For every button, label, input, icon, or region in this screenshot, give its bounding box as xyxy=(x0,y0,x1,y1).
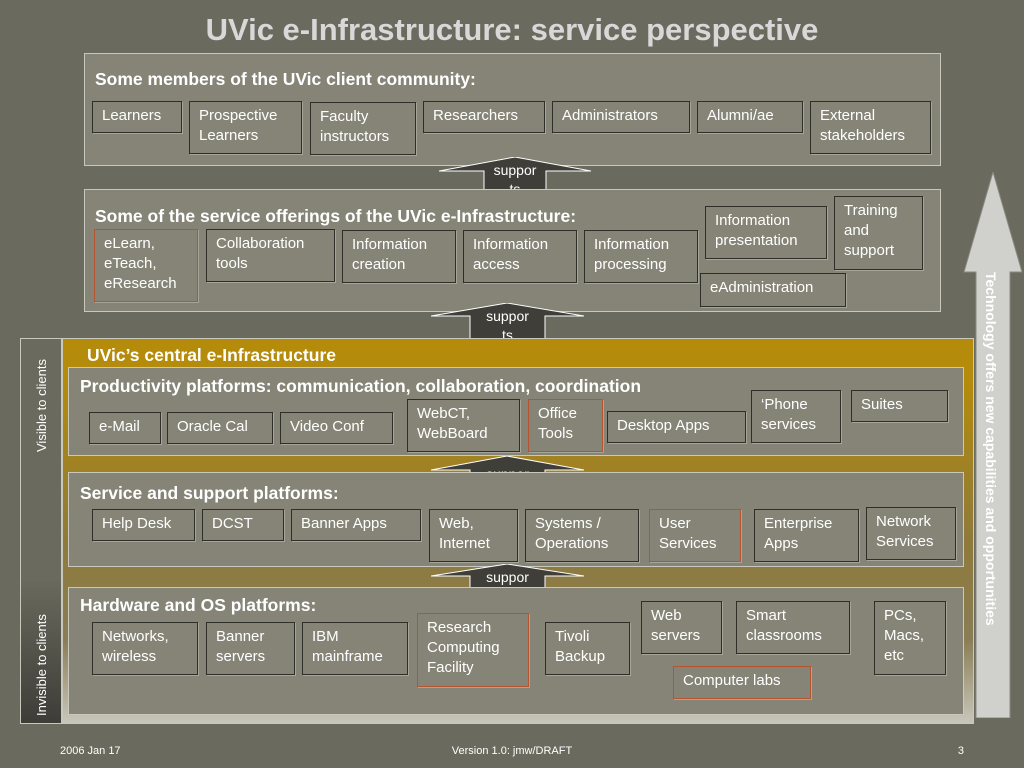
central-infrastructure-heading: UVic’s central e-Infrastructure xyxy=(87,345,336,365)
platform-box-enterprise-apps: Enterprise Apps xyxy=(754,509,859,562)
service-box-information-processing: Information processing xyxy=(584,230,698,283)
invisible-to-clients-label: Invisible to clients xyxy=(34,614,49,716)
hardware-platforms-heading: Hardware and OS platforms: xyxy=(80,595,317,615)
footer-date: 2006 Jan 17 xyxy=(60,745,121,757)
platform-box-phone-services: ‘Phone services xyxy=(751,390,841,443)
platform-box-systems-operations: Systems / Operations xyxy=(525,509,639,562)
hardware-box-ibm-mainframe: IBM mainframe xyxy=(302,622,408,675)
service-box-training-support: Training and support xyxy=(834,196,923,270)
platform-box-desktop-apps: Desktop Apps xyxy=(607,411,746,443)
hardware-box-smart-classrooms: Smart classrooms xyxy=(736,601,850,654)
service-box-eadministration: eAdministration xyxy=(700,273,846,307)
platform-box-email: e-Mail xyxy=(89,412,161,444)
supports-arrow-shape xyxy=(438,156,592,199)
service-support-heading: Service and support platforms: xyxy=(80,483,339,503)
technology-arrow xyxy=(962,170,1024,719)
service-box-information-creation: Information creation xyxy=(342,230,456,283)
hardware-box-computer-labs: Computer labs xyxy=(673,666,811,699)
footer-version: Version 1.0: jmw/DRAFT xyxy=(451,745,573,757)
platform-box-video-conf: Video Conf xyxy=(280,412,393,444)
platform-box-help-desk: Help Desk xyxy=(92,509,195,541)
client-box-prospective-learners: Prospective Learners xyxy=(189,101,302,154)
client-box-administrators: Administrators xyxy=(552,101,690,133)
visible-to-clients-label: Visible to clients xyxy=(34,359,49,452)
service-box-information-access: Information access xyxy=(463,230,577,283)
service-box-collaboration-tools: Collaboration tools xyxy=(206,229,335,282)
platform-box-webct: WebCT, WebBoard xyxy=(407,399,520,452)
platform-box-banner-apps: Banner Apps xyxy=(291,509,421,541)
platform-box-dcst: DCST xyxy=(202,509,284,541)
platform-box-office-tools: Office Tools xyxy=(528,399,603,452)
client-community-heading: Some members of the UVic client communit… xyxy=(95,69,476,89)
hardware-box-banner-servers: Banner servers xyxy=(206,622,295,675)
platform-box-network-services: Network Services xyxy=(866,507,956,560)
service-box-elearn: eLearn, eTeach, eResearch xyxy=(94,229,198,302)
supports-arrow-2: suppor ts xyxy=(430,302,585,343)
technology-arrow-label: Technology offers new capabilities and o… xyxy=(983,272,999,626)
service-box-information-presentation: Information presentation xyxy=(705,206,827,259)
hardware-box-pcs-macs: PCs, Macs, etc xyxy=(874,601,946,675)
productivity-platforms-heading: Productivity platforms: communication, c… xyxy=(80,376,642,396)
hardware-box-networks: Networks, wireless xyxy=(92,622,198,675)
supports-arrow-shape xyxy=(430,302,585,342)
platform-box-suites: Suites xyxy=(851,390,948,422)
footer-page-number: 3 xyxy=(957,745,964,757)
client-box-researchers: Researchers xyxy=(423,101,545,133)
hardware-box-web-servers: Web servers xyxy=(641,601,722,654)
visibility-bar xyxy=(20,338,62,724)
platform-box-oracle-cal: Oracle Cal xyxy=(167,412,273,444)
client-box-faculty-instructors: Faculty instructors xyxy=(310,102,416,155)
hardware-box-tivoli-backup: Tivoli Backup xyxy=(545,622,630,675)
platform-box-web-internet: Web, Internet xyxy=(429,509,518,562)
client-box-external-stakeholders: External stakeholders xyxy=(810,101,931,154)
client-box-alumni: Alumni/ae xyxy=(697,101,803,133)
page-title: UVic e-Infrastructure: service perspecti… xyxy=(205,12,819,47)
hardware-box-research-computing: Research Computing Facility xyxy=(417,613,529,687)
platform-box-user-services: User Services xyxy=(649,509,741,562)
supports-arrow-label: suppor ts xyxy=(486,308,529,343)
client-box-learners: Learners xyxy=(92,101,182,133)
service-offerings-heading: Some of the service offerings of the UVi… xyxy=(95,206,577,226)
